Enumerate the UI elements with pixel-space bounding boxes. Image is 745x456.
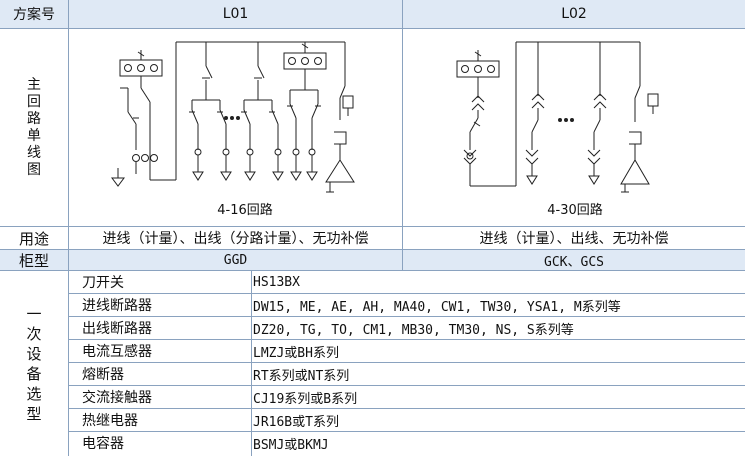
equipment-model: DZ20, TG, TO, CM1, MB30, TM30, NS, S系列等 [253,322,574,338]
grid-line [0,28,745,29]
l02-diagram [456,41,659,193]
l01-circuit-caption: 4-16回路 [217,202,273,218]
single-line-diagrams [111,41,659,193]
l01-meter-box [119,59,163,77]
diagram-row-label: 主 回 路 单 线 图 [0,29,68,226]
equipment-label-char: 型 [26,404,42,423]
equipment-label-char: 设 [26,344,42,363]
grid-line [68,0,69,456]
grid-line [68,408,745,409]
grid-line [68,293,745,294]
grid-line [68,339,745,340]
equipment-name: 出线断路器 [82,321,152,337]
grid-line [0,226,745,227]
diagram-label-char: 路 [27,110,41,127]
diagram-label-char: 单 [27,127,41,144]
equipment-name: 进线断路器 [82,298,152,314]
diagram-label-char: 回 [27,93,41,110]
cabinet-label: 柜型 [0,250,68,270]
equipment-name: 电流互感器 [82,344,152,360]
grid-line [68,362,745,363]
l02-circuit-caption: 4-30回路 [547,202,603,218]
equipment-model: LMZJ或BH系列 [253,345,339,361]
l02-meter-box [456,60,500,78]
grid-line [68,431,745,432]
l02-capacitor-bank [620,159,650,185]
equipment-name: 熔断器 [82,367,124,383]
grid-line [0,249,745,250]
equipment-model: JR16B或T系列 [253,414,339,430]
diagram-label-char: 图 [27,161,41,178]
l01-capacitor-bank [325,159,355,183]
grid-line [0,270,745,271]
equipment-model: BSMJ或BKMJ [253,437,329,453]
equipment-model: HS13BX [253,274,300,290]
usage-l02: 进线（计量）、出线、无功补偿 [479,231,669,247]
grid-line [251,270,252,456]
grid-line [68,316,745,317]
equipment-name: 刀开关 [82,275,124,291]
equipment-name: 交流接触器 [82,390,152,406]
equipment-label-char: 备 [26,364,42,383]
diagram-label-char: 主 [27,76,41,93]
l01-diagram [111,41,355,193]
usage-l01: 进线（计量）、出线（分路计量）、无功补偿 [102,231,369,247]
equipment-name: 电容器 [82,436,124,452]
equipment-section-label: 一 次 设 备 选 型 [0,271,68,456]
equipment-label-char: 选 [26,384,42,403]
equipment-model: CJ19系列或B系列 [253,391,358,407]
equipment-label-char: 一 [26,304,42,323]
equipment-model: DW15, ME, AE, AH, MA40, CW1, TW30, YSA1,… [253,299,621,315]
cabinet-l01: GGD [69,250,402,270]
equipment-label-char: 次 [26,324,42,343]
equipment-model: RT系列或NT系列 [253,368,350,384]
cabinet-l02: GCK、GCS [403,250,745,270]
column-header-l01: L01 [69,0,402,28]
usage-label: 用途 [18,229,49,248]
scheme-number-label: 方案号 [0,0,68,28]
column-header-l02: L02 [403,0,745,28]
equipment-name: 热继电器 [82,413,138,429]
l01-meter-box-2 [283,52,327,70]
diagram-label-char: 线 [27,144,41,161]
grid-line [402,0,403,270]
grid-line [68,385,745,386]
